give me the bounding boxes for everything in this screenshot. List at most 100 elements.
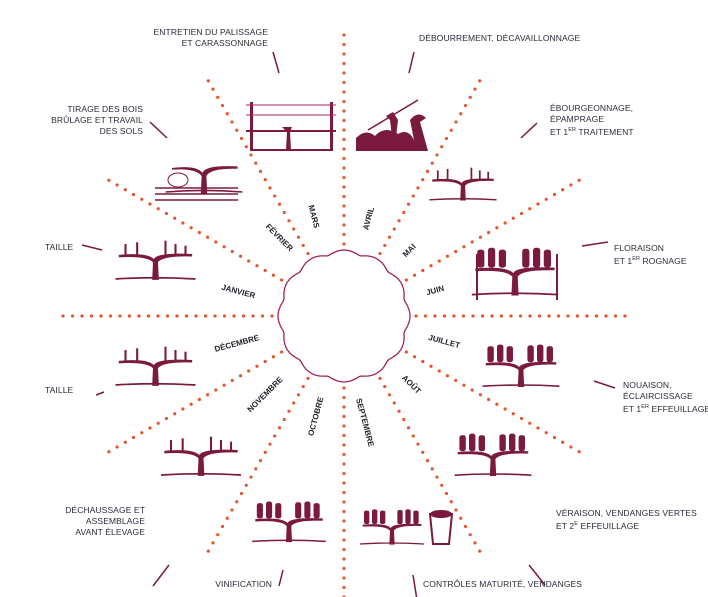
center-wavy-circle (277, 249, 411, 383)
task-aout: VÉRAISON, VENDANGES VERTES ET 2E EFFEUIL… (556, 508, 697, 532)
task-line: FLORAISON (614, 243, 665, 253)
task-text: ET 1 (614, 256, 633, 266)
leader-lines (81, 51, 616, 597)
divider-dot (292, 227, 296, 231)
divider-dot (301, 384, 305, 389)
divider-dot (411, 434, 415, 438)
divider-dot (254, 467, 258, 471)
divider-dot (430, 467, 434, 471)
divider-dot (577, 450, 581, 454)
divider-dot (387, 393, 392, 397)
task-decembre: TAILLE (45, 385, 73, 396)
divider-dot (342, 109, 346, 113)
task-text: ROGNAGE (640, 256, 687, 266)
divider-dot (552, 192, 557, 197)
divider-dot (440, 145, 444, 149)
divider-dot (292, 401, 296, 405)
divider-dot (440, 483, 444, 487)
task-line: CONTRÔLES MATURITÉ, VENDANGES (423, 579, 583, 589)
divider-dot (271, 355, 276, 359)
divider-dot (342, 33, 346, 37)
divider-dot (473, 541, 477, 545)
divider-dot (296, 393, 301, 397)
divider-dot (537, 314, 542, 318)
dechaussage-illustration (159, 435, 243, 477)
divider-dot (445, 254, 450, 258)
divider-dot (404, 350, 408, 354)
divider-dot (213, 314, 217, 318)
divider-dot (148, 202, 152, 206)
divider-dot (230, 508, 234, 512)
divider-dot (342, 490, 346, 495)
divider-dot (342, 443, 346, 447)
divider-dot (230, 378, 234, 383)
task-line: ET 1ER ROGNAGE (614, 254, 687, 267)
task-fevrier: TIRAGE DES BOIS BRÛLAGE ET TRAVAIL DES S… (40, 104, 143, 137)
divider-dot (392, 401, 396, 405)
divider-dot (490, 314, 494, 318)
divider-dot (282, 417, 286, 422)
divider-dot (222, 314, 227, 318)
task-line: TIRAGE DES BOIS (67, 104, 143, 114)
divider-dot (383, 243, 387, 248)
divider-dot (566, 314, 570, 318)
nouaison-illustration (481, 343, 561, 388)
divider-dot (89, 314, 94, 318)
divider-dot (164, 416, 169, 421)
superscript: ER (641, 404, 650, 410)
taille-december-illustration (114, 345, 197, 388)
divider-dot (528, 207, 532, 211)
tirage-bois-illustration (155, 165, 244, 201)
divider-dot (244, 145, 248, 149)
divider-dot (342, 538, 346, 542)
divider-dot (342, 61, 346, 66)
task-juin: FLORAISON ET 1ER ROGNAGE (614, 243, 687, 267)
divider-dot (577, 178, 581, 182)
divider-dot (342, 175, 346, 180)
floraison-illustration (470, 246, 560, 300)
divider-dot (342, 386, 346, 390)
divider-dot (511, 412, 515, 416)
divider-dot (80, 314, 84, 318)
divider-dot (127, 314, 132, 318)
divider-dot (214, 388, 218, 392)
divider-dot (175, 314, 179, 318)
divider-dot (181, 407, 185, 411)
divider-dot (107, 178, 111, 182)
task-text: ET 1 (550, 127, 569, 137)
divider-dot (402, 210, 406, 215)
divider-dot (342, 528, 346, 533)
divider-dot (463, 524, 468, 529)
divider-dot (342, 509, 346, 514)
divider-dot (604, 314, 608, 318)
divider-dot (445, 374, 450, 378)
task-mai: ÉBOURGEONNAGE, ÉPAMPRAGE ET 1ER TRAITEME… (550, 103, 634, 138)
divider-dot (342, 519, 346, 523)
divider-dot (277, 202, 282, 206)
divider-dot (397, 409, 401, 413)
divider-dot (461, 314, 466, 318)
divider-dot (107, 450, 111, 454)
divider-dot (552, 435, 557, 440)
divider-dot (260, 314, 265, 318)
task-line: NOUAISON, (623, 380, 672, 390)
divider-dot (216, 95, 220, 99)
veraison-illustration (453, 432, 533, 477)
divider-dot (230, 249, 234, 254)
divider-dot (452, 314, 456, 318)
divider-dot (480, 314, 485, 318)
superscript: ER (568, 127, 577, 133)
divider-dot (536, 202, 540, 206)
divider-dot (131, 435, 136, 440)
divider-dot (421, 268, 425, 273)
task-avril: DÉBOURREMENT, DÉCAVAILLONNAGE (419, 33, 580, 44)
divider-dot (429, 264, 433, 268)
divider-dot (462, 383, 466, 387)
divider-dot (449, 500, 453, 504)
task-line: TAILLE (45, 242, 74, 252)
divider-dot (273, 194, 277, 198)
divider-dot (342, 566, 346, 571)
divider-dot (511, 216, 515, 220)
task-line: DÉCHAUSSAGE ET (65, 505, 145, 515)
divider-dot (258, 169, 263, 173)
